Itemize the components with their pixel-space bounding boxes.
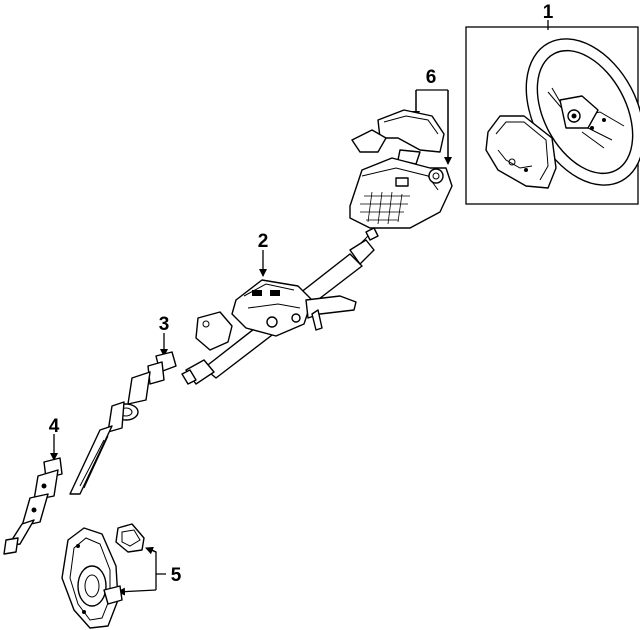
part-5-boot-seal-group [61, 523, 166, 629]
part-1-steering-wheel-group [465, 20, 640, 205]
callout-1: 1 [543, 2, 554, 23]
small-seal-ring [115, 523, 145, 553]
dash-boot-seal [61, 527, 123, 629]
upper-column-cover [351, 109, 445, 165]
part-6-column-cover-group [349, 89, 453, 229]
callout-4: 4 [49, 416, 60, 437]
intermediate-shaft [69, 351, 177, 495]
steering-column [181, 227, 379, 385]
part-3-intermediate-shaft-group [69, 333, 177, 495]
steering-wheel [525, 38, 640, 186]
callout-2: 2 [258, 231, 269, 252]
callout-5: 5 [171, 565, 182, 586]
callout-6: 6 [426, 67, 437, 88]
callout-3: 3 [159, 314, 170, 335]
callout-5-leader [147, 547, 166, 575]
lower-column-cover [349, 157, 453, 229]
part-2-steering-column-group [181, 227, 379, 385]
airbag-module [485, 115, 557, 189]
part-4-lower-shaft-group [3, 434, 63, 555]
lower-shaft [3, 457, 63, 555]
